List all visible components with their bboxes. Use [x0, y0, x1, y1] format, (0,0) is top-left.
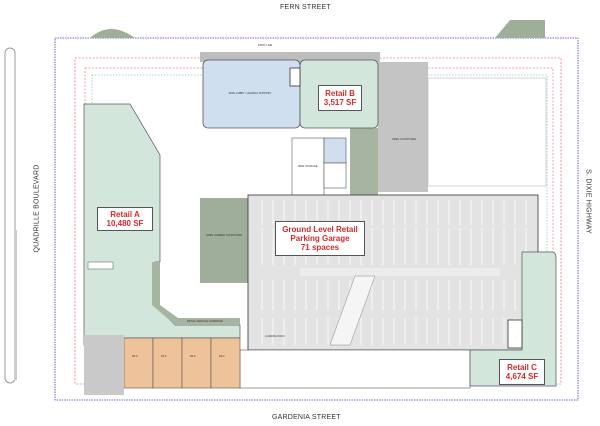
retail-unit-3	[181, 337, 212, 389]
garage-line-1: Ground Level Retail	[282, 224, 358, 234]
stair-c	[507, 319, 523, 349]
sw-hardscape	[84, 335, 124, 395]
landscape-ne	[495, 20, 545, 38]
street-label-south: GARDENIA STREET	[272, 414, 341, 421]
retail-b-area-text: 3,517 SF	[323, 98, 357, 107]
retail-a-label: Retail A 10,480 SF	[97, 207, 153, 231]
east-open-area	[427, 77, 547, 187]
retail-c-area-text: 4,674 SF	[505, 372, 539, 381]
retail-service-corridor	[152, 262, 240, 325]
garage-label: Ground Level Retail Parking Garage 71 sp…	[275, 221, 365, 256]
garage-line-2: Parking Garage	[290, 233, 350, 243]
retail-c-label: Retail C 4,674 SF	[499, 359, 545, 385]
property-line	[54, 37, 579, 401]
retail-b-name: Retail B	[325, 88, 355, 98]
stair-a	[87, 261, 114, 270]
garden-label: OPEN GARDEN COURTYARD	[205, 234, 243, 237]
garage-line-3: 71 spaces	[300, 243, 340, 253]
street-label-west: QUADRILLE BOULEVARD	[33, 164, 41, 253]
retail-c-name: Retail C	[507, 362, 537, 372]
retail-unit-4	[210, 337, 241, 389]
bike-storage	[291, 137, 325, 199]
unit-label-1: R2.2	[132, 355, 138, 358]
west-median-line	[14, 230, 17, 380]
west-road-median	[4, 47, 16, 384]
service-room	[323, 162, 347, 189]
unit-label-2: R2.2	[161, 355, 167, 358]
loading-dock-label: LOADING DOCK	[265, 335, 285, 338]
east-courtyard-landscape	[350, 128, 378, 198]
retail-b-label: Retail B 3,517 SF	[318, 85, 362, 111]
unit-label-3: R2.2	[190, 355, 196, 358]
retail-a-name: Retail A	[110, 209, 140, 219]
retail-unit-2	[152, 337, 183, 389]
street-label-east: S. DIXIE HIGHWAY	[584, 169, 592, 234]
mech-room	[323, 137, 347, 164]
street-label-north: FERN STREET	[280, 4, 331, 11]
retail-c-area	[469, 251, 557, 387]
unit-label-4: R2.2	[219, 355, 225, 358]
north-hardscape	[200, 52, 380, 62]
lobby-label: MAIN LOBBY / LEASING SUPPORT	[228, 92, 272, 95]
garage-ramp	[329, 275, 376, 346]
landscape-nw	[90, 29, 135, 38]
garage-drive-aisle	[300, 268, 500, 276]
corridor-label: RETAIL SERVICE CORRIDOR	[187, 320, 223, 323]
open-garden-courtyard	[200, 198, 248, 283]
retail-unit-1	[123, 337, 154, 389]
retail-a-area-text: 10,480 SF	[106, 219, 144, 228]
east-courtyard-label: OPEN COURTYARD	[391, 138, 417, 141]
south-service-strip	[239, 349, 471, 389]
prop-line-label: PROP. LINE	[258, 44, 273, 47]
stair-core	[289, 67, 301, 87]
bike-storage-label: BIKE STORAGE	[298, 165, 318, 168]
east-courtyard	[378, 62, 428, 192]
